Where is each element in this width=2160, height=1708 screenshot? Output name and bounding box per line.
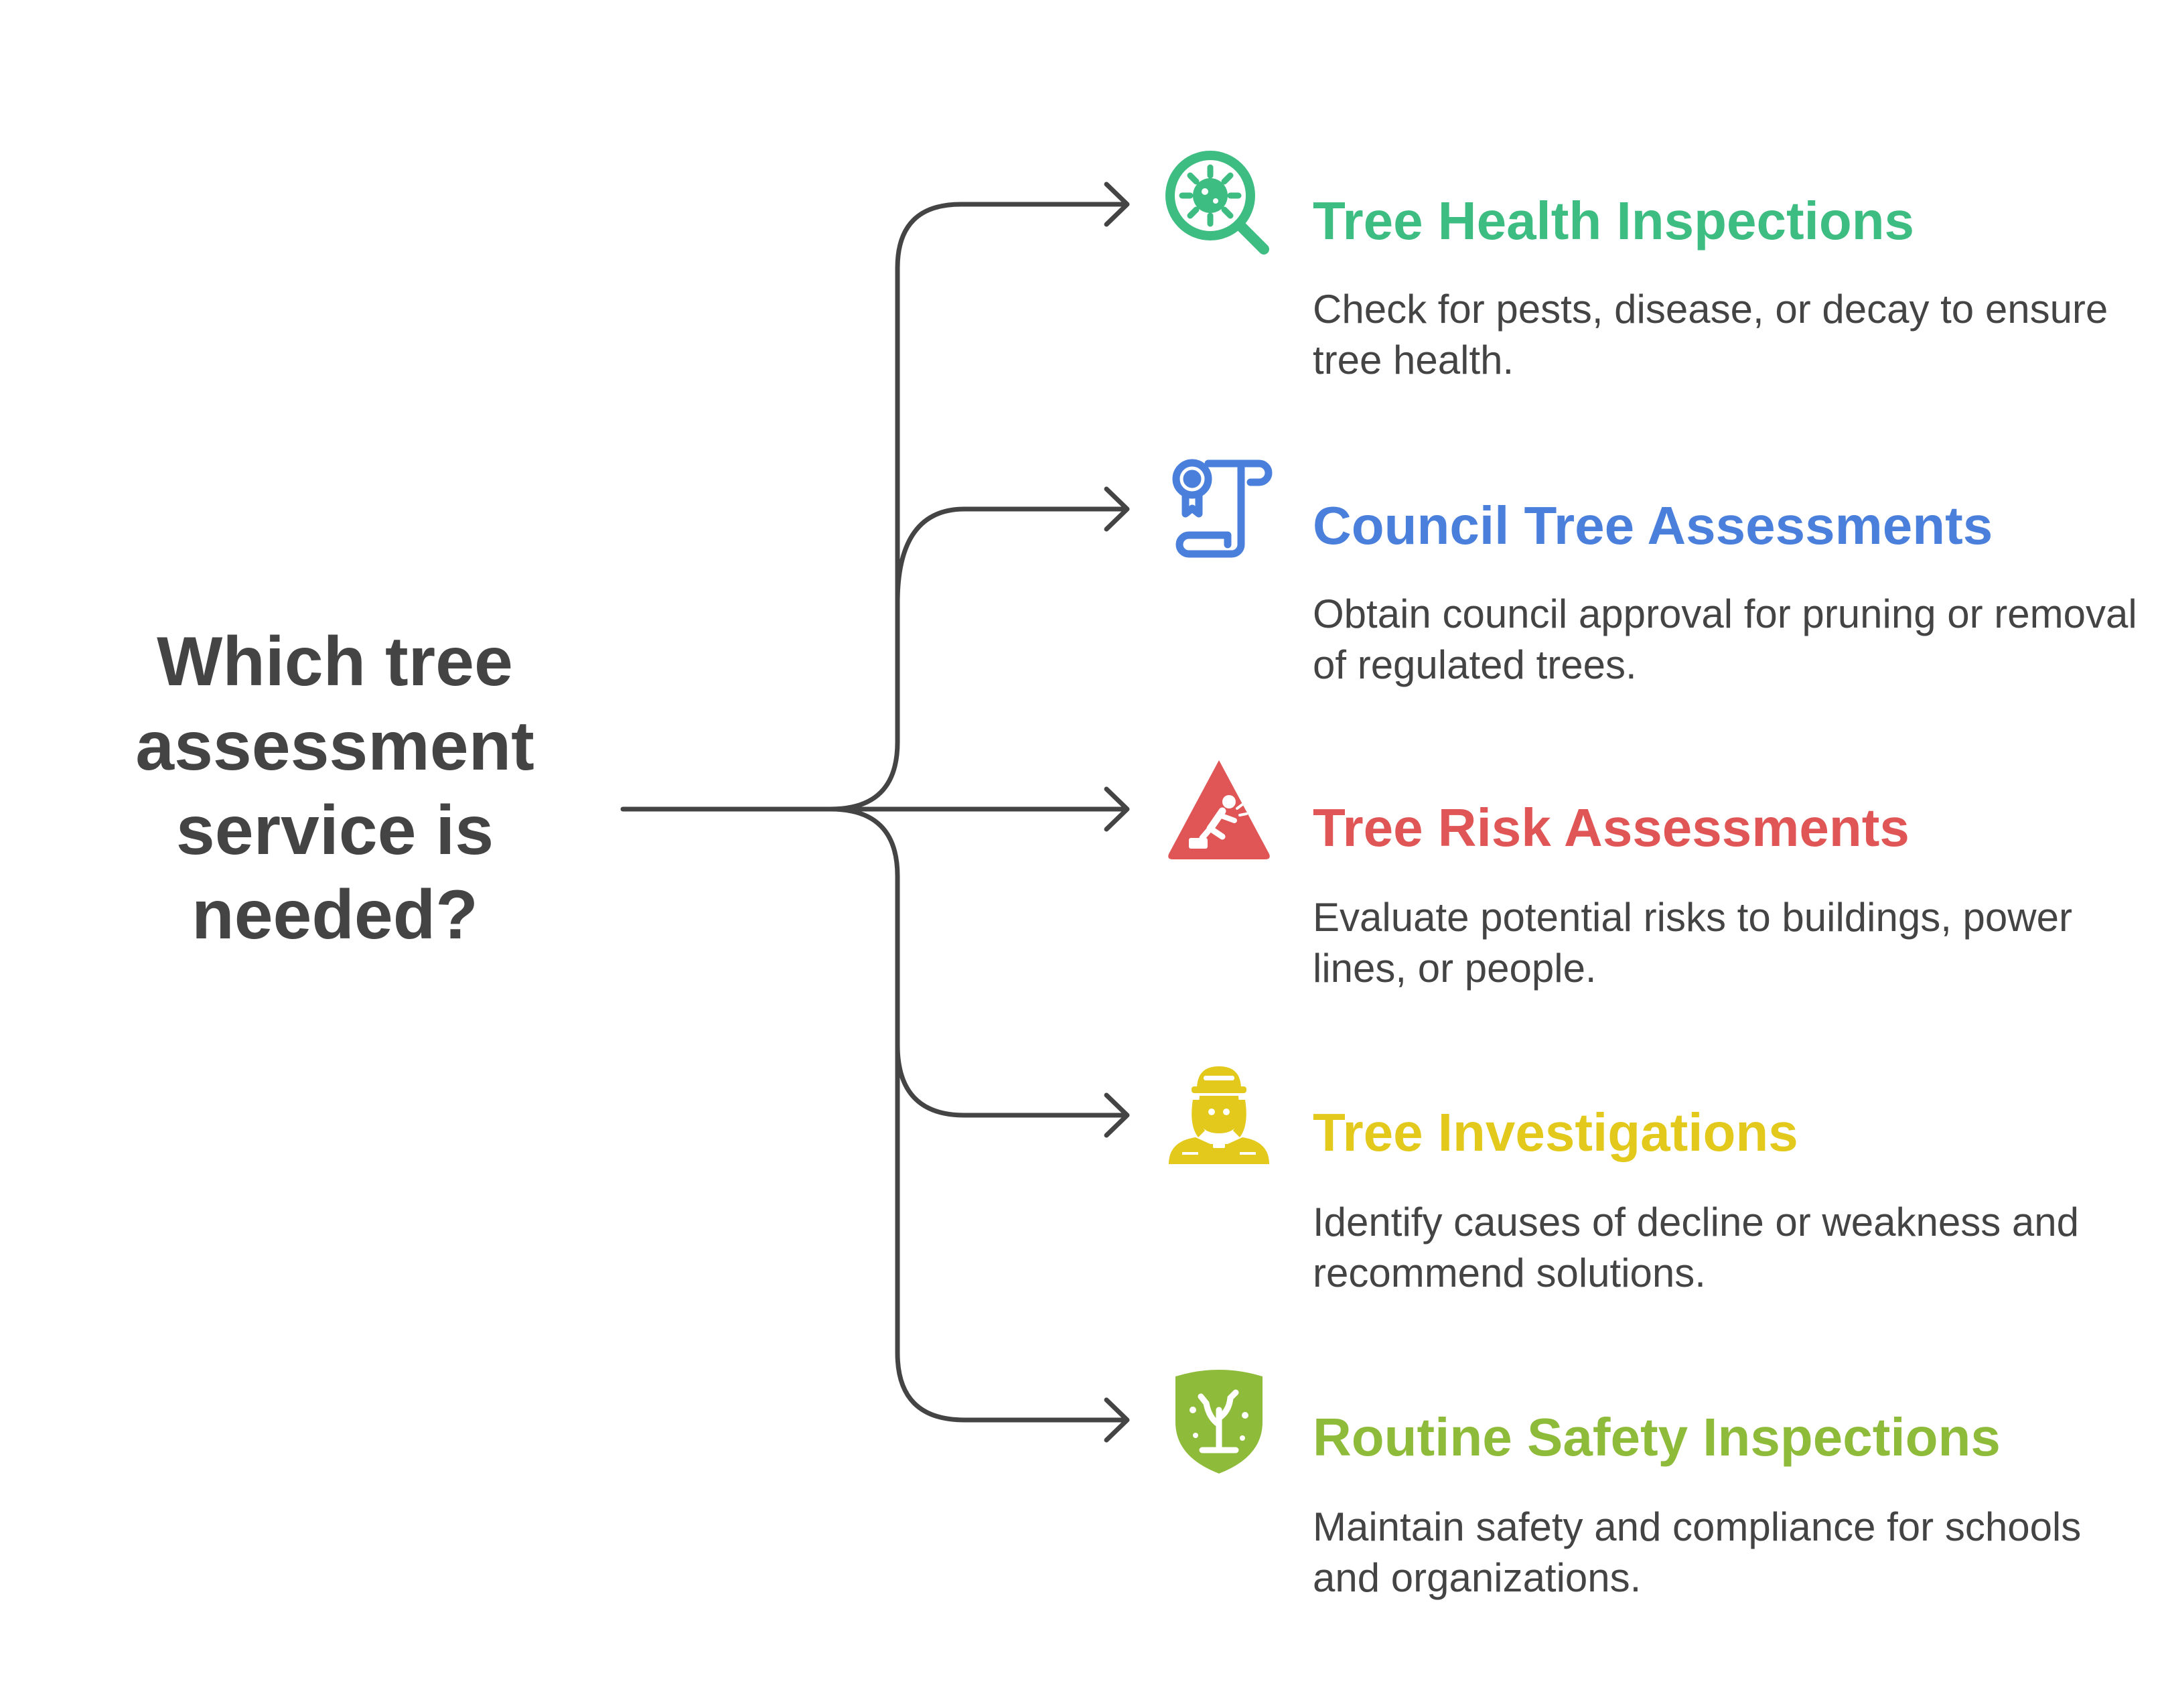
connector-branch-4 <box>828 806 1128 1118</box>
arrowhead-5 <box>1104 1397 1130 1443</box>
virus-magnifier-icon <box>1165 151 1269 255</box>
title-tree-risk-assessments: Tree Risk Assessments <box>1313 798 1910 857</box>
desc-council-tree-assessments: Obtain council approval for pruning or r… <box>1313 591 2137 687</box>
inspector-person-icon <box>1169 1066 1269 1164</box>
title-council-tree-assessments: Council Tree Assessments <box>1313 496 1993 555</box>
connector-branch-1 <box>828 202 1128 812</box>
title-routine-safety-inspections: Routine Safety Inspections <box>1313 1407 2001 1467</box>
tree-shield-icon <box>1175 1370 1263 1474</box>
connector-branch-5 <box>895 1042 1128 1423</box>
arrowhead-3 <box>1104 786 1130 832</box>
desc-tree-health-inspections: Check for pests, disease, or decay to en… <box>1313 287 2108 382</box>
desc-tree-investigations: Identify causes of decline or weakness a… <box>1313 1200 2080 1295</box>
falling-hazard-warning-icon <box>1168 760 1270 859</box>
arrowhead-1 <box>1104 182 1130 227</box>
arrowhead-2 <box>1104 486 1130 532</box>
desc-routine-safety-inspections: Maintain safety and compliance for schoo… <box>1313 1504 2082 1600</box>
arrowhead-4 <box>1104 1092 1130 1138</box>
connector-branch-2 <box>895 506 1128 606</box>
desc-tree-risk-assessments: Evaluate potential risks to buildings, p… <box>1313 895 2072 991</box>
certificate-scroll-icon <box>1172 459 1273 558</box>
title-tree-investigations: Tree Investigations <box>1313 1102 1798 1162</box>
title-tree-health-inspections: Tree Health Inspections <box>1313 191 1915 251</box>
question-label: Which tree assessment service is needed? <box>135 623 534 954</box>
